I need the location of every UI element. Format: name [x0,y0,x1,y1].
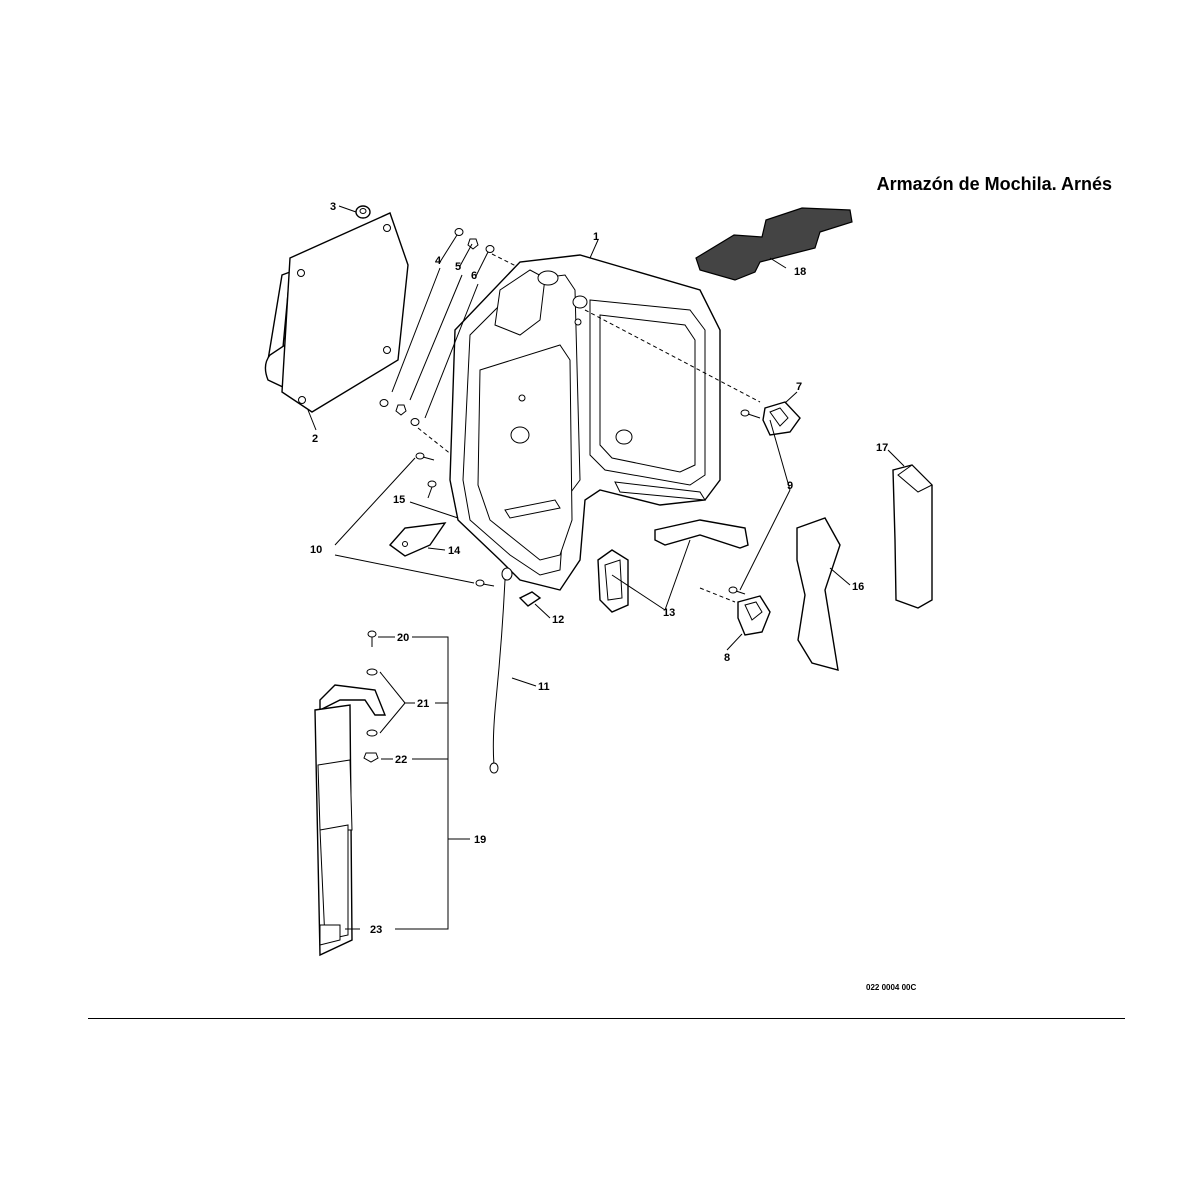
callout-10: 10 [310,544,322,556]
part-9-screw[interactable] [728,409,761,595]
part-20-screw[interactable] [367,630,377,647]
part-21-washer[interactable] [366,668,378,737]
callout-5: 5 [455,261,461,273]
callout-3: 3 [330,201,336,213]
part-2-cover-plate[interactable] [264,212,409,413]
part-4-spacer[interactable] [379,228,464,407]
part-22-nut[interactable] [363,752,379,763]
callout-21: 21 [417,698,429,710]
part-14-bracket[interactable] [388,522,447,557]
callout-7: 7 [796,381,802,393]
callout-13: 13 [663,607,675,619]
part-18-mesh-pad[interactable] [695,207,853,281]
page-title: Armazón de Mochila, Arnés [700,166,1112,190]
part-17-shoulder-pad[interactable] [892,464,933,609]
part-7-upper-clamp[interactable] [762,401,801,436]
part-1-backpack-frame[interactable] [449,254,721,591]
page-title-text: Armazón de Mochila, Arnés [876,174,1112,190]
callout-labels: 1 2 3 4 5 6 7 8 9 10 11 12 13 14 15 16 1… [310,201,916,992]
part-3-grommet[interactable] [355,205,371,219]
part-6-washer[interactable] [410,245,495,426]
part-11-ground-cable[interactable] [489,567,513,774]
callout-16: 16 [852,581,864,593]
callout-19: 19 [474,834,486,846]
part-19-harness-strap[interactable] [314,684,387,957]
part-15-bolt[interactable] [427,480,437,499]
callout-8: 8 [724,652,730,664]
part-8-lower-clamp[interactable] [737,595,771,636]
callout-20: 20 [397,632,409,644]
callout-11: 11 [538,681,550,693]
callout-4: 4 [435,255,442,267]
callout-2: 2 [312,433,318,445]
callout-14: 14 [448,545,461,557]
part-16-side-pad[interactable] [796,517,841,671]
callout-1: 1 [593,231,599,243]
callout-12: 12 [552,614,564,626]
part-10-screw[interactable] [415,452,495,587]
callout-6: 6 [471,270,477,282]
part-23-buckle[interactable] [319,924,341,946]
part-12-clip[interactable] [518,591,542,607]
leader-lines [307,205,905,930]
callout-9: 9 [787,480,793,492]
callout-18: 18 [794,266,806,278]
callout-15: 15 [393,494,405,506]
drawing-code: 022 0004 00C [866,983,916,992]
callout-23: 23 [370,924,382,936]
bottom-rule [88,1018,1125,1019]
part-13-handle[interactable] [597,519,749,613]
callout-17: 17 [876,442,888,454]
callout-22: 22 [395,754,407,766]
